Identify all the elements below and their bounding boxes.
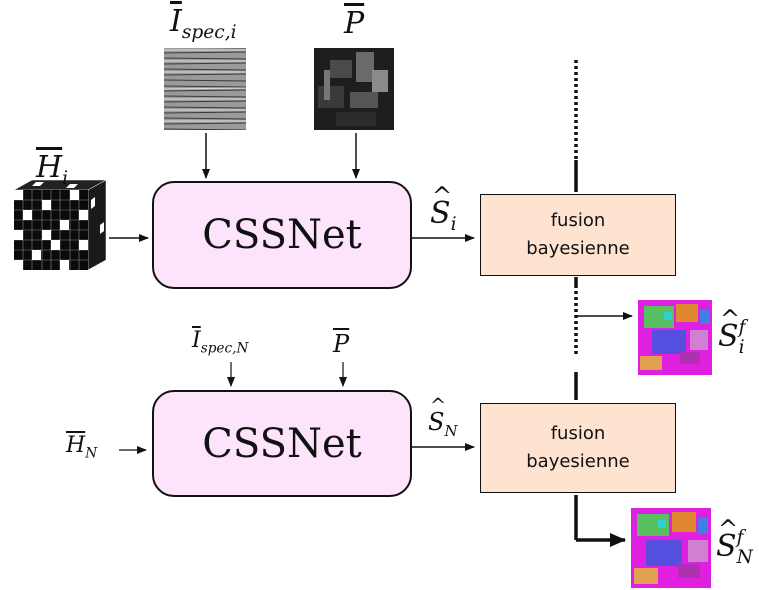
label-spec-input-top: Ispec,i	[170, 4, 237, 43]
label-fused-bottom: SfN	[716, 515, 753, 569]
fused-segmentation-map-i	[638, 300, 712, 375]
fusion-box-top: fusion bayesienne	[480, 194, 676, 276]
cssnet-label-bottom: CSSNet	[202, 420, 362, 467]
label-spec-input-bottom: Ispec,N	[192, 328, 249, 357]
fused-segmentation-map-N	[631, 508, 711, 588]
cssnet-box-top: CSSNet	[152, 181, 412, 289]
fusion-box-bottom: fusion bayesienne	[480, 403, 676, 493]
cssnet-box-bottom: CSSNet	[152, 390, 412, 497]
label-output-top: Si	[430, 182, 457, 235]
label-pan-input-top: P	[344, 6, 365, 41]
label-fused-top: Sfi	[718, 305, 745, 359]
hyperspectral-cube	[13, 179, 107, 271]
label-hsi-input-bottom: HN	[66, 433, 98, 462]
label-output-bottom: SN	[428, 394, 457, 440]
fusion-label-bottom-line1: fusion	[550, 423, 606, 444]
fusion-label-top-line2: bayesienne	[526, 238, 630, 259]
panchromatic-image-thumbnail	[314, 48, 394, 130]
label-hsi-input-top: Hi	[36, 150, 69, 189]
label-pan-input-bottom: P	[333, 330, 350, 358]
fusion-label-bottom-line2: bayesienne	[526, 451, 630, 472]
spectral-image-thumbnail	[164, 48, 246, 130]
cssnet-label-top: CSSNet	[202, 212, 362, 258]
fusion-label-top-line1: fusion	[550, 210, 606, 231]
